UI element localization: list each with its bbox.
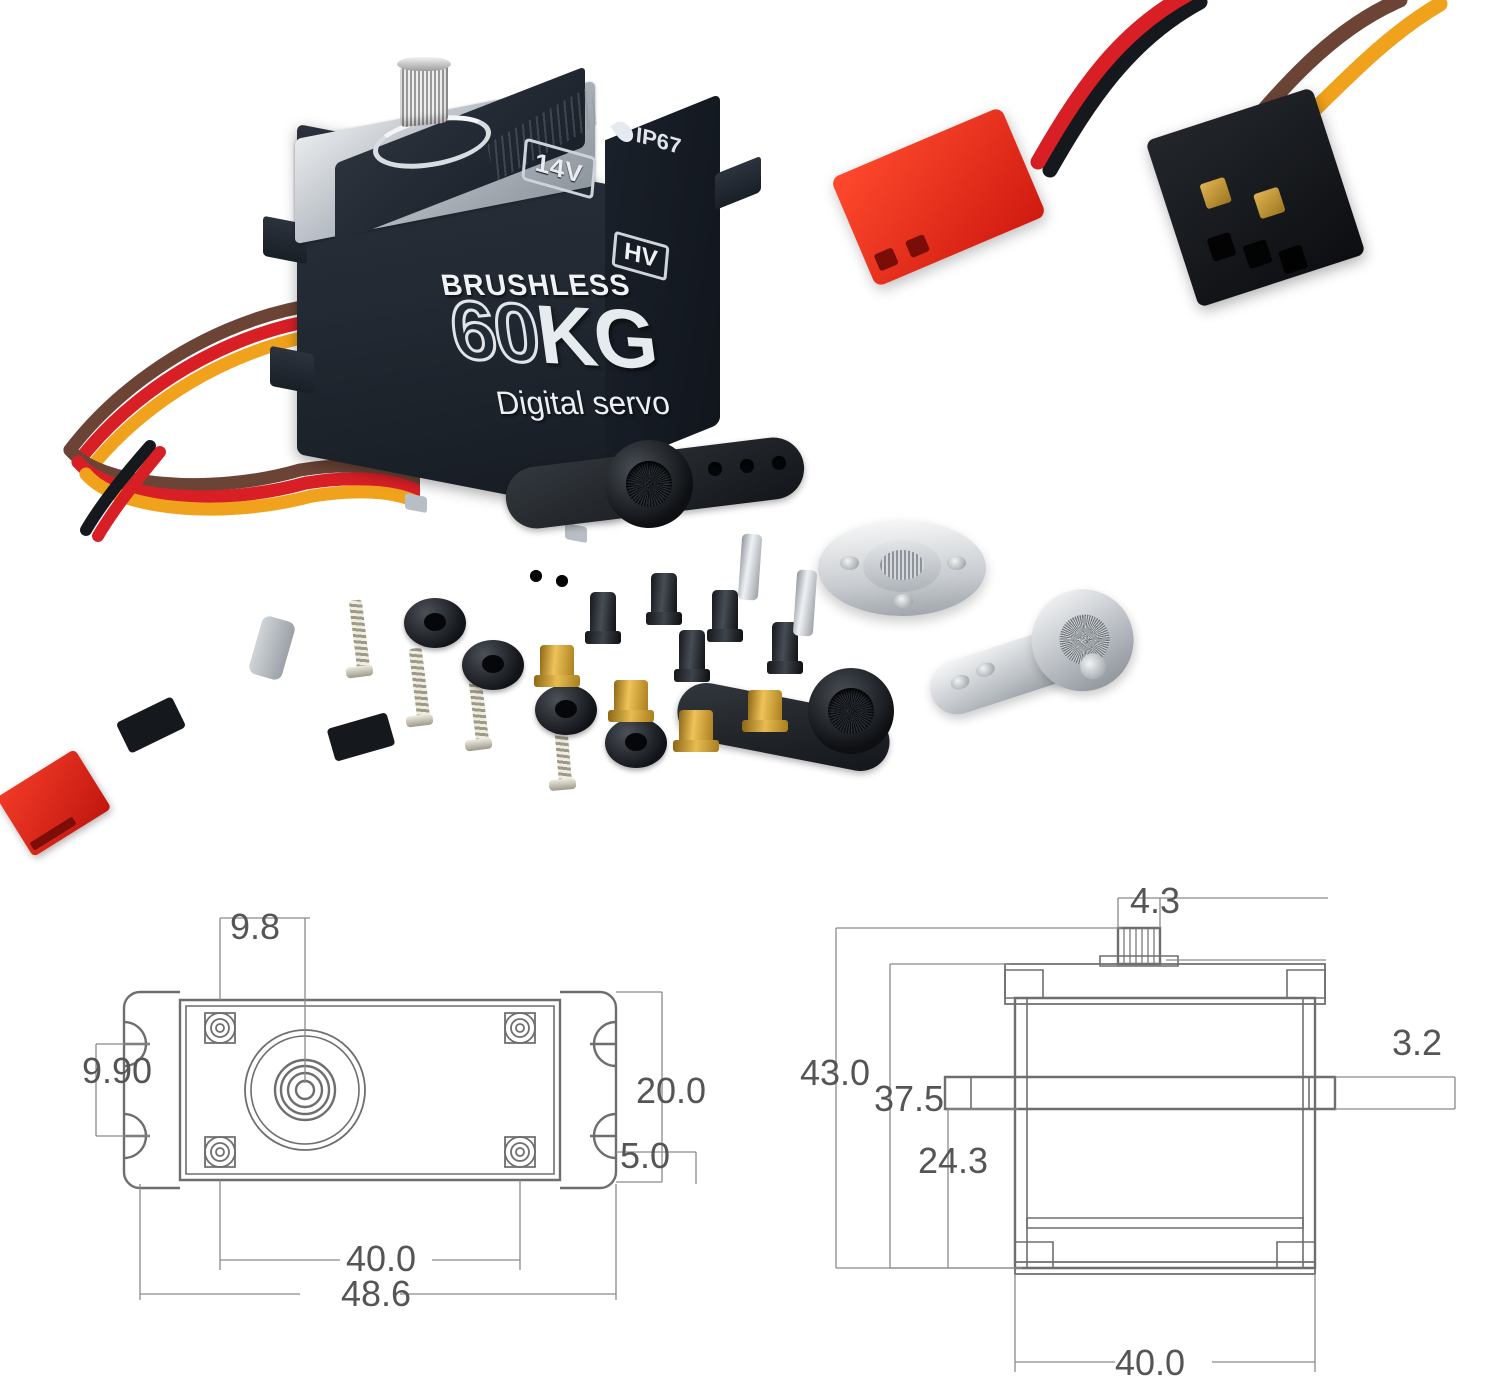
disc-spline-bore [880,550,924,580]
mounting-tab-left-lower [270,345,314,395]
water-drop-icon [610,117,637,145]
brass-eyelet-1 [534,645,580,687]
plug-pin-2 [1252,186,1286,220]
plug-socket-2 [1242,239,1273,270]
dim-overall-length: 48.6 [341,1273,412,1314]
mounting-tab-right [715,155,761,211]
horn-hole-3 [772,456,786,470]
screw-head-2 [405,713,434,728]
jst-connector-on-lead [0,748,112,858]
cable-tie-wrap [247,614,297,682]
screw-head-4 [548,777,577,792]
dim-body-width: 20.0 [636,1070,707,1111]
horn-hole-5 [556,575,568,587]
aluminum-round-disc-horn [818,520,986,616]
brass-eyelet-2 [608,680,654,722]
torque-unit: KG [530,288,662,388]
inline-black-connector-2 [326,712,396,762]
horn-hole-2 [740,459,754,473]
mounting-bolt-silver-2 [792,569,818,637]
screw-head-1 [345,664,374,679]
self-tapping-screw-2 [408,647,431,721]
self-tapping-screw-1 [348,599,371,671]
horn-hole-4 [530,570,542,582]
technical-drawings-area: 9.8 9.90 20.0 5.0 40.0 48.6 [0,870,1500,1383]
rubber-grommet-3 [535,685,597,735]
inline-black-connector-1 [115,696,187,754]
dim-flange-thickness: 3.2 [1392,1022,1443,1063]
disc-hole-2 [947,556,966,570]
dim-tab-thickness: 5.0 [620,1135,671,1176]
rubber-grommet-1 [404,598,466,648]
dim-mount-hole-span: 40.0 [346,1238,417,1279]
top-view-drawing [95,917,697,1300]
servo-motor-body: 14V IP67 HV BRUSHLESS 60KG Digital servo [263,55,761,555]
product-photo-area: 14V IP67 HV BRUSHLESS 60KG Digital servo [0,0,1500,870]
dim-overall-height: 43.0 [800,1052,871,1093]
mounting-bolt-silver-1 [737,533,763,601]
servo-foot-right [565,522,587,544]
mounting-bolt-black-2 [646,573,682,625]
plug-pin-1 [1199,176,1233,210]
digital-servo-label: Digital servo [493,384,673,422]
side-view-drawing [835,897,1456,1372]
dim-tab-slot-pitch: 9.90 [82,1050,153,1091]
torque-number: 60 [443,282,545,382]
dim-mount-to-base: 24.3 [918,1140,989,1181]
disc-hole-1 [840,556,859,570]
dim-shaft-height: 4.3 [1130,880,1181,921]
torque-rating-label: 60KG [443,282,661,387]
mounting-bolt-black-3 [707,590,743,642]
rubber-grommet-2 [462,640,524,690]
dim-body-height: 37.5 [874,1078,945,1119]
mounting-bolt-black-4 [674,630,710,682]
rubber-grommet-4 [605,718,667,768]
servo-foot-left [405,492,427,514]
mounting-bolt-black-1 [585,592,621,644]
horn-hole-1 [708,462,722,476]
screw-head-3 [464,737,493,752]
horn-short-spline-bore [828,688,874,734]
plug-socket-1 [1206,231,1237,263]
dim-shaft-offset: 9.8 [230,906,281,947]
dim-body-depth: 40.0 [1115,1342,1186,1383]
brass-eyelet-3 [673,710,719,752]
plug-socket-3 [1277,244,1309,275]
brass-eyelet-4 [742,690,788,732]
disc-hole-3 [894,594,913,608]
output-shaft-cap [397,57,451,71]
